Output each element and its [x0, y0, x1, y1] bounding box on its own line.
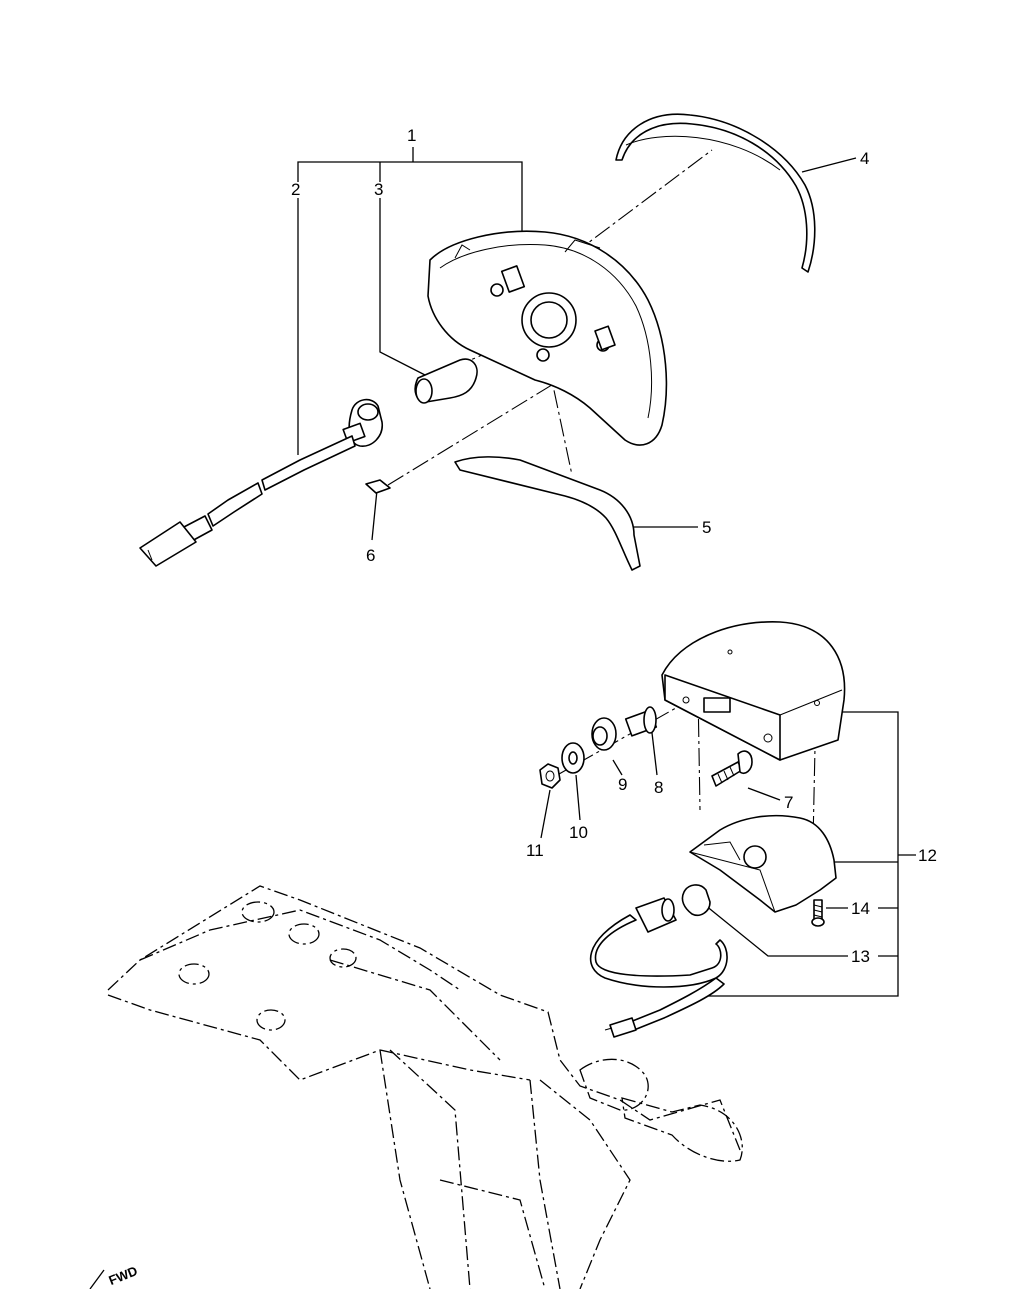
tail-light-housing: [427, 230, 668, 446]
callout-12: 12: [918, 846, 937, 865]
callout-6: 6: [366, 546, 375, 565]
callout-4: 4: [860, 149, 869, 168]
callout-13: 13: [851, 947, 870, 966]
bulb-socket-cord: [139, 398, 383, 567]
forward-direction-badge: FWD: [89, 1263, 140, 1289]
fwd-label: FWD: [106, 1263, 139, 1288]
callout-2: 2: [291, 180, 300, 199]
collar: [624, 706, 658, 737]
washer: [561, 742, 585, 774]
license-light-base: [689, 814, 837, 913]
clip: [365, 479, 391, 494]
rear-fender: [107, 885, 741, 1289]
nut: [539, 763, 561, 789]
leader-lines-upper: [297, 147, 857, 541]
callout-8: 8: [654, 778, 663, 797]
bolt: [711, 750, 753, 787]
tail-light-bulb: [414, 358, 478, 404]
license-light-cover: [661, 621, 846, 761]
screw: [811, 899, 825, 927]
rear-turn-signal: [579, 1058, 743, 1162]
tail-light-lower-lens: [454, 456, 641, 571]
license-light-bulb: [681, 884, 711, 917]
callout-3: 3: [374, 180, 383, 199]
callout-labels: 1 2 3 4 5 6 7 8 9 10 11 12 13 14: [291, 126, 937, 966]
grommet: [591, 717, 617, 751]
callout-10: 10: [569, 823, 588, 842]
callout-14: 14: [851, 899, 870, 918]
callout-1: 1: [407, 126, 416, 145]
tail-light-lens-cover: [615, 113, 816, 273]
callout-9: 9: [618, 775, 627, 794]
callout-11: 11: [526, 841, 544, 860]
callout-5: 5: [702, 518, 711, 537]
license-light-socket-cord: [589, 897, 728, 1038]
leader-lines-lower: [540, 711, 916, 997]
callout-7: 7: [784, 793, 793, 812]
